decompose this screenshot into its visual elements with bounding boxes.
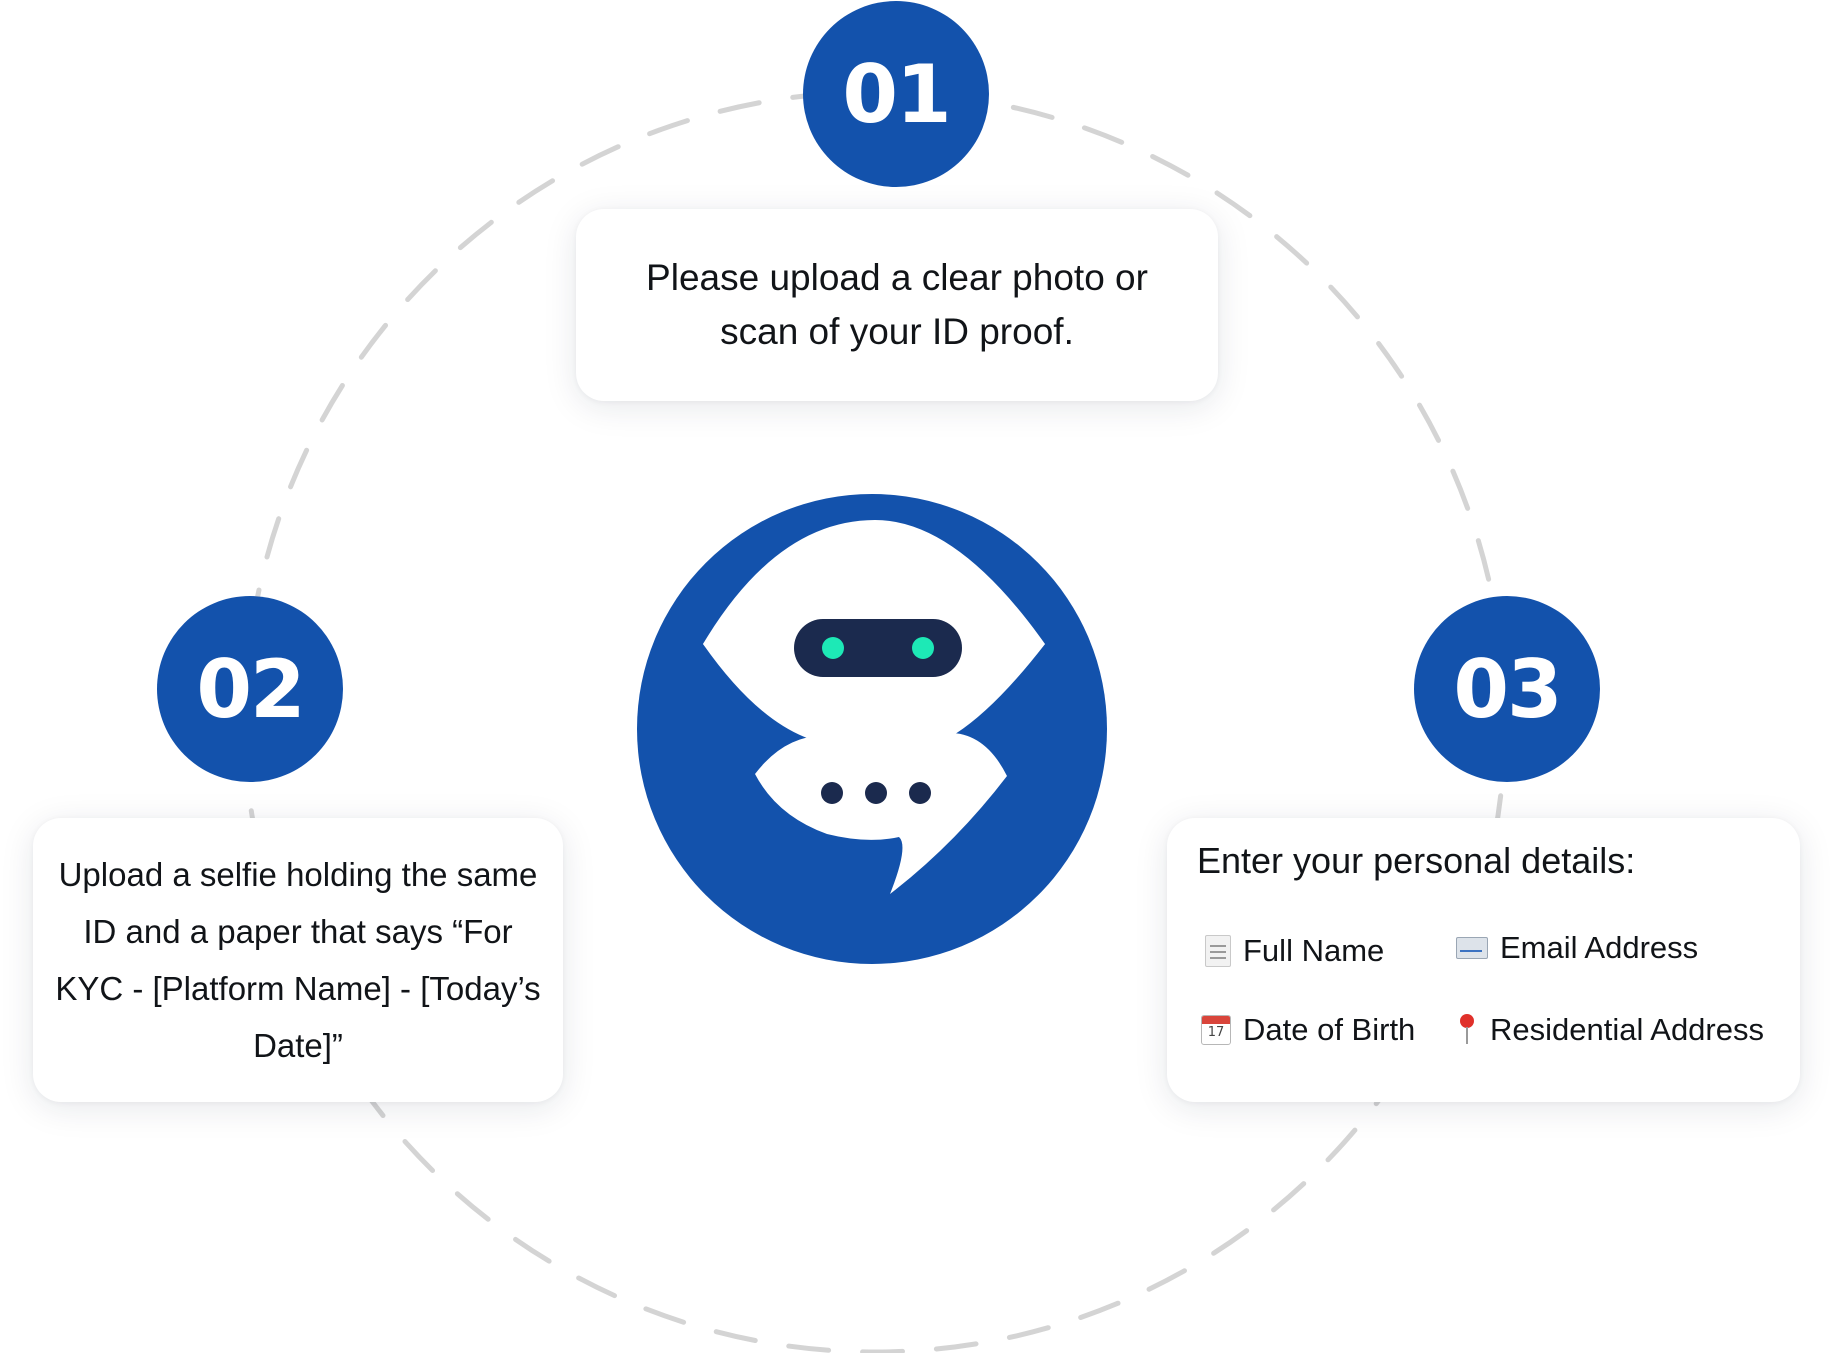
step-01-badge: 01 xyxy=(803,1,989,187)
step-03-badge: 03 xyxy=(1414,596,1600,782)
document-icon xyxy=(1205,935,1231,967)
detail-residential-address: Residential Address xyxy=(1456,1012,1764,1048)
step-03-card: Enter your personal details: Full Name E… xyxy=(1167,818,1800,1102)
detail-date-of-birth: Date of Birth xyxy=(1201,1012,1415,1048)
chatbot-dot xyxy=(821,782,843,804)
chatbot-dot xyxy=(909,782,931,804)
detail-full-name: Full Name xyxy=(1201,933,1384,969)
chatbot-icon xyxy=(637,494,1107,964)
chatbot-visor xyxy=(794,619,962,677)
detail-label: Full Name xyxy=(1243,933,1385,968)
chatbot-eye-right xyxy=(912,637,934,659)
pin-icon xyxy=(1456,1014,1478,1046)
chatbot-speech-bubble xyxy=(755,732,1007,894)
step-02-card: Upload a selfie holding the same ID and … xyxy=(33,818,563,1102)
step-02-badge: 02 xyxy=(157,596,343,782)
personal-details-title: Enter your personal details: xyxy=(1197,840,1636,881)
step-01-card: Please upload a clear photo or scan of y… xyxy=(576,209,1218,401)
detail-label: Residential Address xyxy=(1490,1012,1764,1047)
chatbot-dot xyxy=(865,782,887,804)
step-01-text: Please upload a clear photo or scan of y… xyxy=(646,257,1148,352)
detail-label: Date of Birth xyxy=(1243,1012,1416,1047)
detail-email-address: Email Address xyxy=(1456,930,1698,966)
chatbot-eye-left xyxy=(822,637,844,659)
step-02-text: Upload a selfie holding the same ID and … xyxy=(55,856,541,1064)
detail-label: Email Address xyxy=(1500,930,1699,965)
calendar-icon xyxy=(1201,1015,1231,1045)
envelope-icon xyxy=(1456,937,1488,959)
